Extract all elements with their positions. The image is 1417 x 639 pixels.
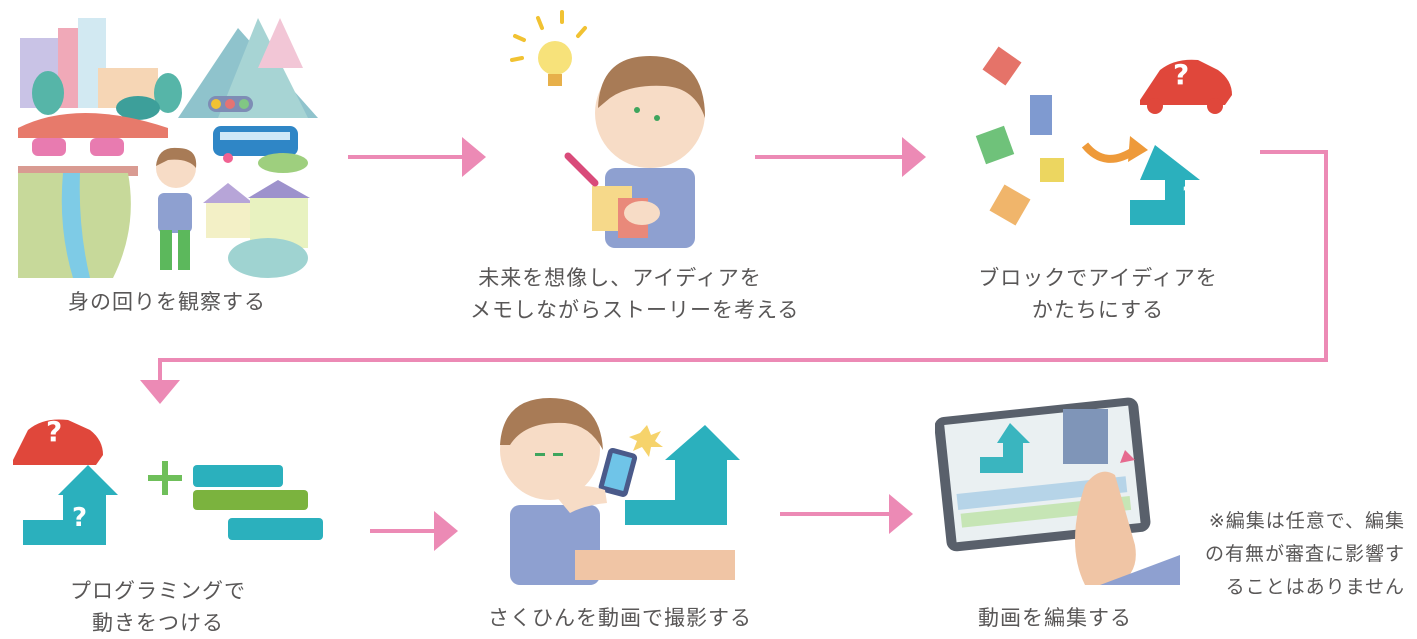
arrow-step3-to-step4	[140, 150, 1328, 404]
step2-caption-line2: メモしながらストーリーを考える	[470, 298, 800, 322]
city-observation-illustration	[18, 8, 318, 278]
step4-caption-line2: 動きをつける	[92, 611, 224, 635]
step2-caption: 未来を想像し、アイディアを メモしながらストーリーを考える	[470, 262, 800, 326]
step6-caption: 動画を編集する	[945, 602, 1165, 634]
step2-caption-line1: 未来を想像し、アイディアを	[478, 266, 762, 290]
editing-note-line1: ※編集は任意で、編集	[1208, 510, 1405, 532]
editing-note: ※編集は任意で、編集 の有無が審査に影響す ることはありません	[1205, 505, 1405, 604]
programming-house-question-mark: ?	[72, 503, 88, 533]
filming-illustration	[495, 395, 755, 585]
step5-caption-line1: さくひんを動画で撮影する	[488, 606, 752, 630]
programming-illustration: ? ?	[8, 415, 338, 555]
blocks-shape-illustration: ? ?	[970, 40, 1240, 240]
editing-note-line3: ることはありません	[1225, 576, 1405, 598]
video-editing-illustration	[935, 395, 1180, 585]
idea-memo-illustration	[500, 8, 730, 248]
step4-caption-line1: プログラミングで	[70, 579, 246, 603]
step5-caption: さくひんを動画で撮影する	[470, 602, 770, 634]
programming-car-question-mark: ?	[46, 415, 63, 448]
editing-note-line2: の有無が審査に影響す	[1204, 543, 1405, 565]
step1-caption-line1: 身の回りを観察する	[68, 290, 266, 314]
step3-caption-line2: かたちにする	[1031, 298, 1165, 322]
car-question-mark: ?	[1173, 58, 1190, 91]
step6-caption-line1: 動画を編集する	[978, 606, 1132, 630]
house-question-mark: ?	[1182, 182, 1198, 212]
step3-caption-line1: ブロックでアイディアを	[978, 266, 1218, 290]
step3-caption: ブロックでアイディアを かたちにする	[958, 262, 1238, 326]
step4-caption: プログラミングで 動きをつける	[38, 575, 278, 639]
step1-caption: 身の回りを観察する	[52, 286, 282, 318]
